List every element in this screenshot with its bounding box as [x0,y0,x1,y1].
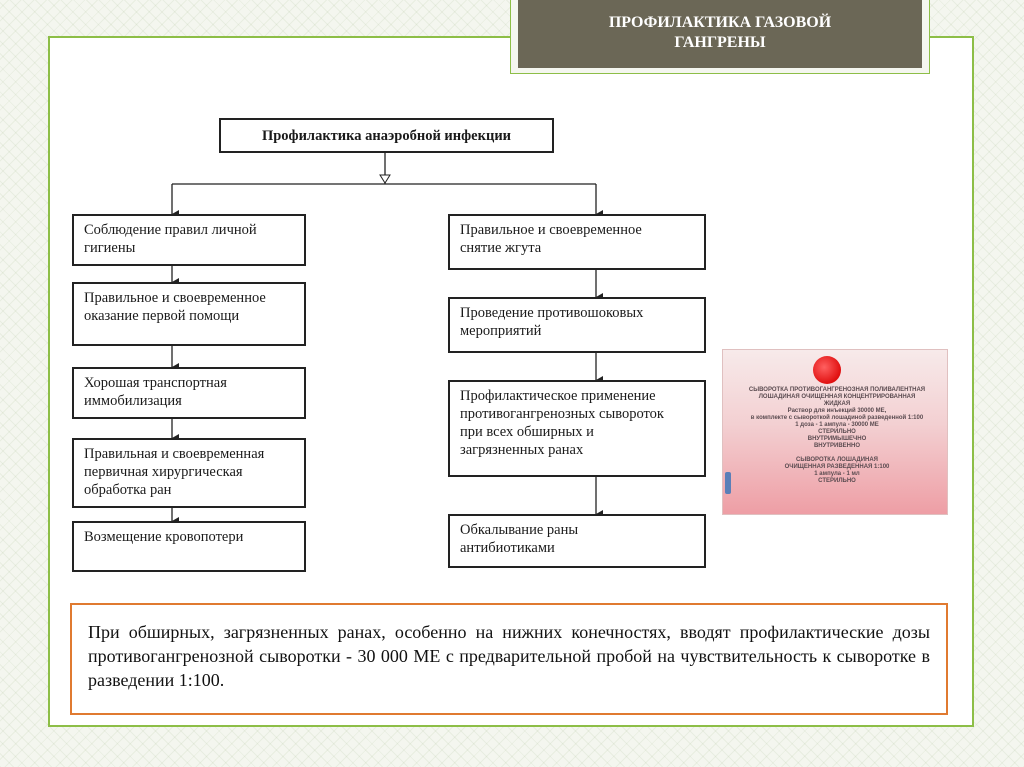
left-node-3: Хорошая транспортная иммобилизация [72,367,306,419]
serum-package-photo: СЫВОРОТКА ПРОТИВОГАНГРЕНОЗНАЯ ПОЛИВАЛЕНТ… [722,349,948,515]
right-node-3: Профилактическое применение противогангр… [448,380,706,477]
root-arrowhead [380,175,390,183]
ampoule-icon [725,472,731,494]
right-node-2: Проведение противошоковых мероприятий [448,297,706,353]
note-box: При обширных, загрязненных ранах, особен… [70,603,948,715]
right-node-4: Обкалывание раны антибиотиками [448,514,706,568]
serum-package-label: СЫВОРОТКА ПРОТИВОГАНГРЕНОЗНАЯ ПОЛИВАЛЕНТ… [731,387,943,485]
root-node: Профилактика анаэробной инфекции [219,118,554,153]
right-node-1: Правильное и своевременное снятие жгута [448,214,706,270]
left-node-5: Возмещение кровопотери [72,521,306,572]
left-node-4: Правильная и своевременная первичная хир… [72,438,306,508]
left-node-1: Соблюдение правил личной гигиены [72,214,306,266]
left-node-2: Правильное и своевременное оказание перв… [72,282,306,346]
red-dot-icon [813,356,841,384]
